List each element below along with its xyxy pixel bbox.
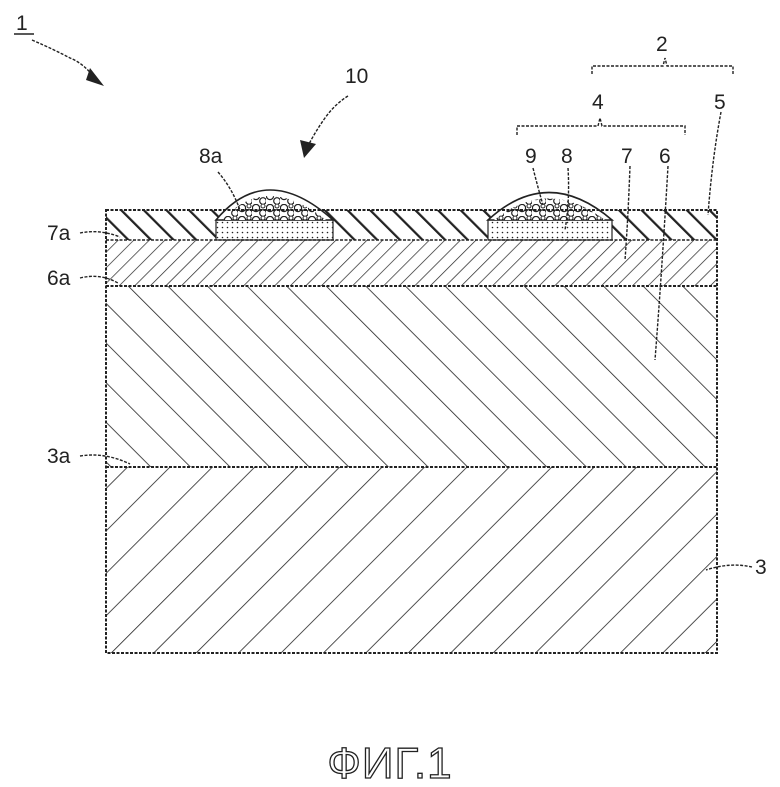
label-1: 1 [16, 12, 28, 35]
label-2: 2 [656, 33, 668, 56]
brace-2 [592, 58, 733, 74]
label-5: 5 [714, 91, 726, 114]
label-4: 4 [592, 91, 604, 114]
label-7a: 7a [47, 222, 71, 245]
layer-7 [106, 240, 717, 286]
label-8: 8 [561, 145, 573, 168]
leader-5 [708, 112, 721, 215]
brace-4 [517, 118, 685, 135]
layer-5 [106, 210, 717, 240]
pad-8-fill [488, 220, 612, 240]
label-3a: 3a [47, 445, 71, 468]
layer-6 [106, 286, 717, 467]
label-7: 7 [621, 145, 633, 168]
pad-8a-fill [216, 220, 333, 240]
label-10: 10 [345, 65, 368, 88]
label-9: 9 [525, 145, 537, 168]
arrowhead-10 [300, 140, 316, 158]
label-6: 6 [659, 145, 671, 168]
layer-3 [106, 467, 717, 653]
arrow-1 [32, 40, 96, 80]
label-8a: 8a [199, 145, 223, 168]
label-6a: 6a [47, 267, 71, 290]
label-3: 3 [755, 556, 767, 579]
figure-caption: ФИГ.1 [327, 739, 452, 787]
arrow-10 [308, 96, 348, 146]
